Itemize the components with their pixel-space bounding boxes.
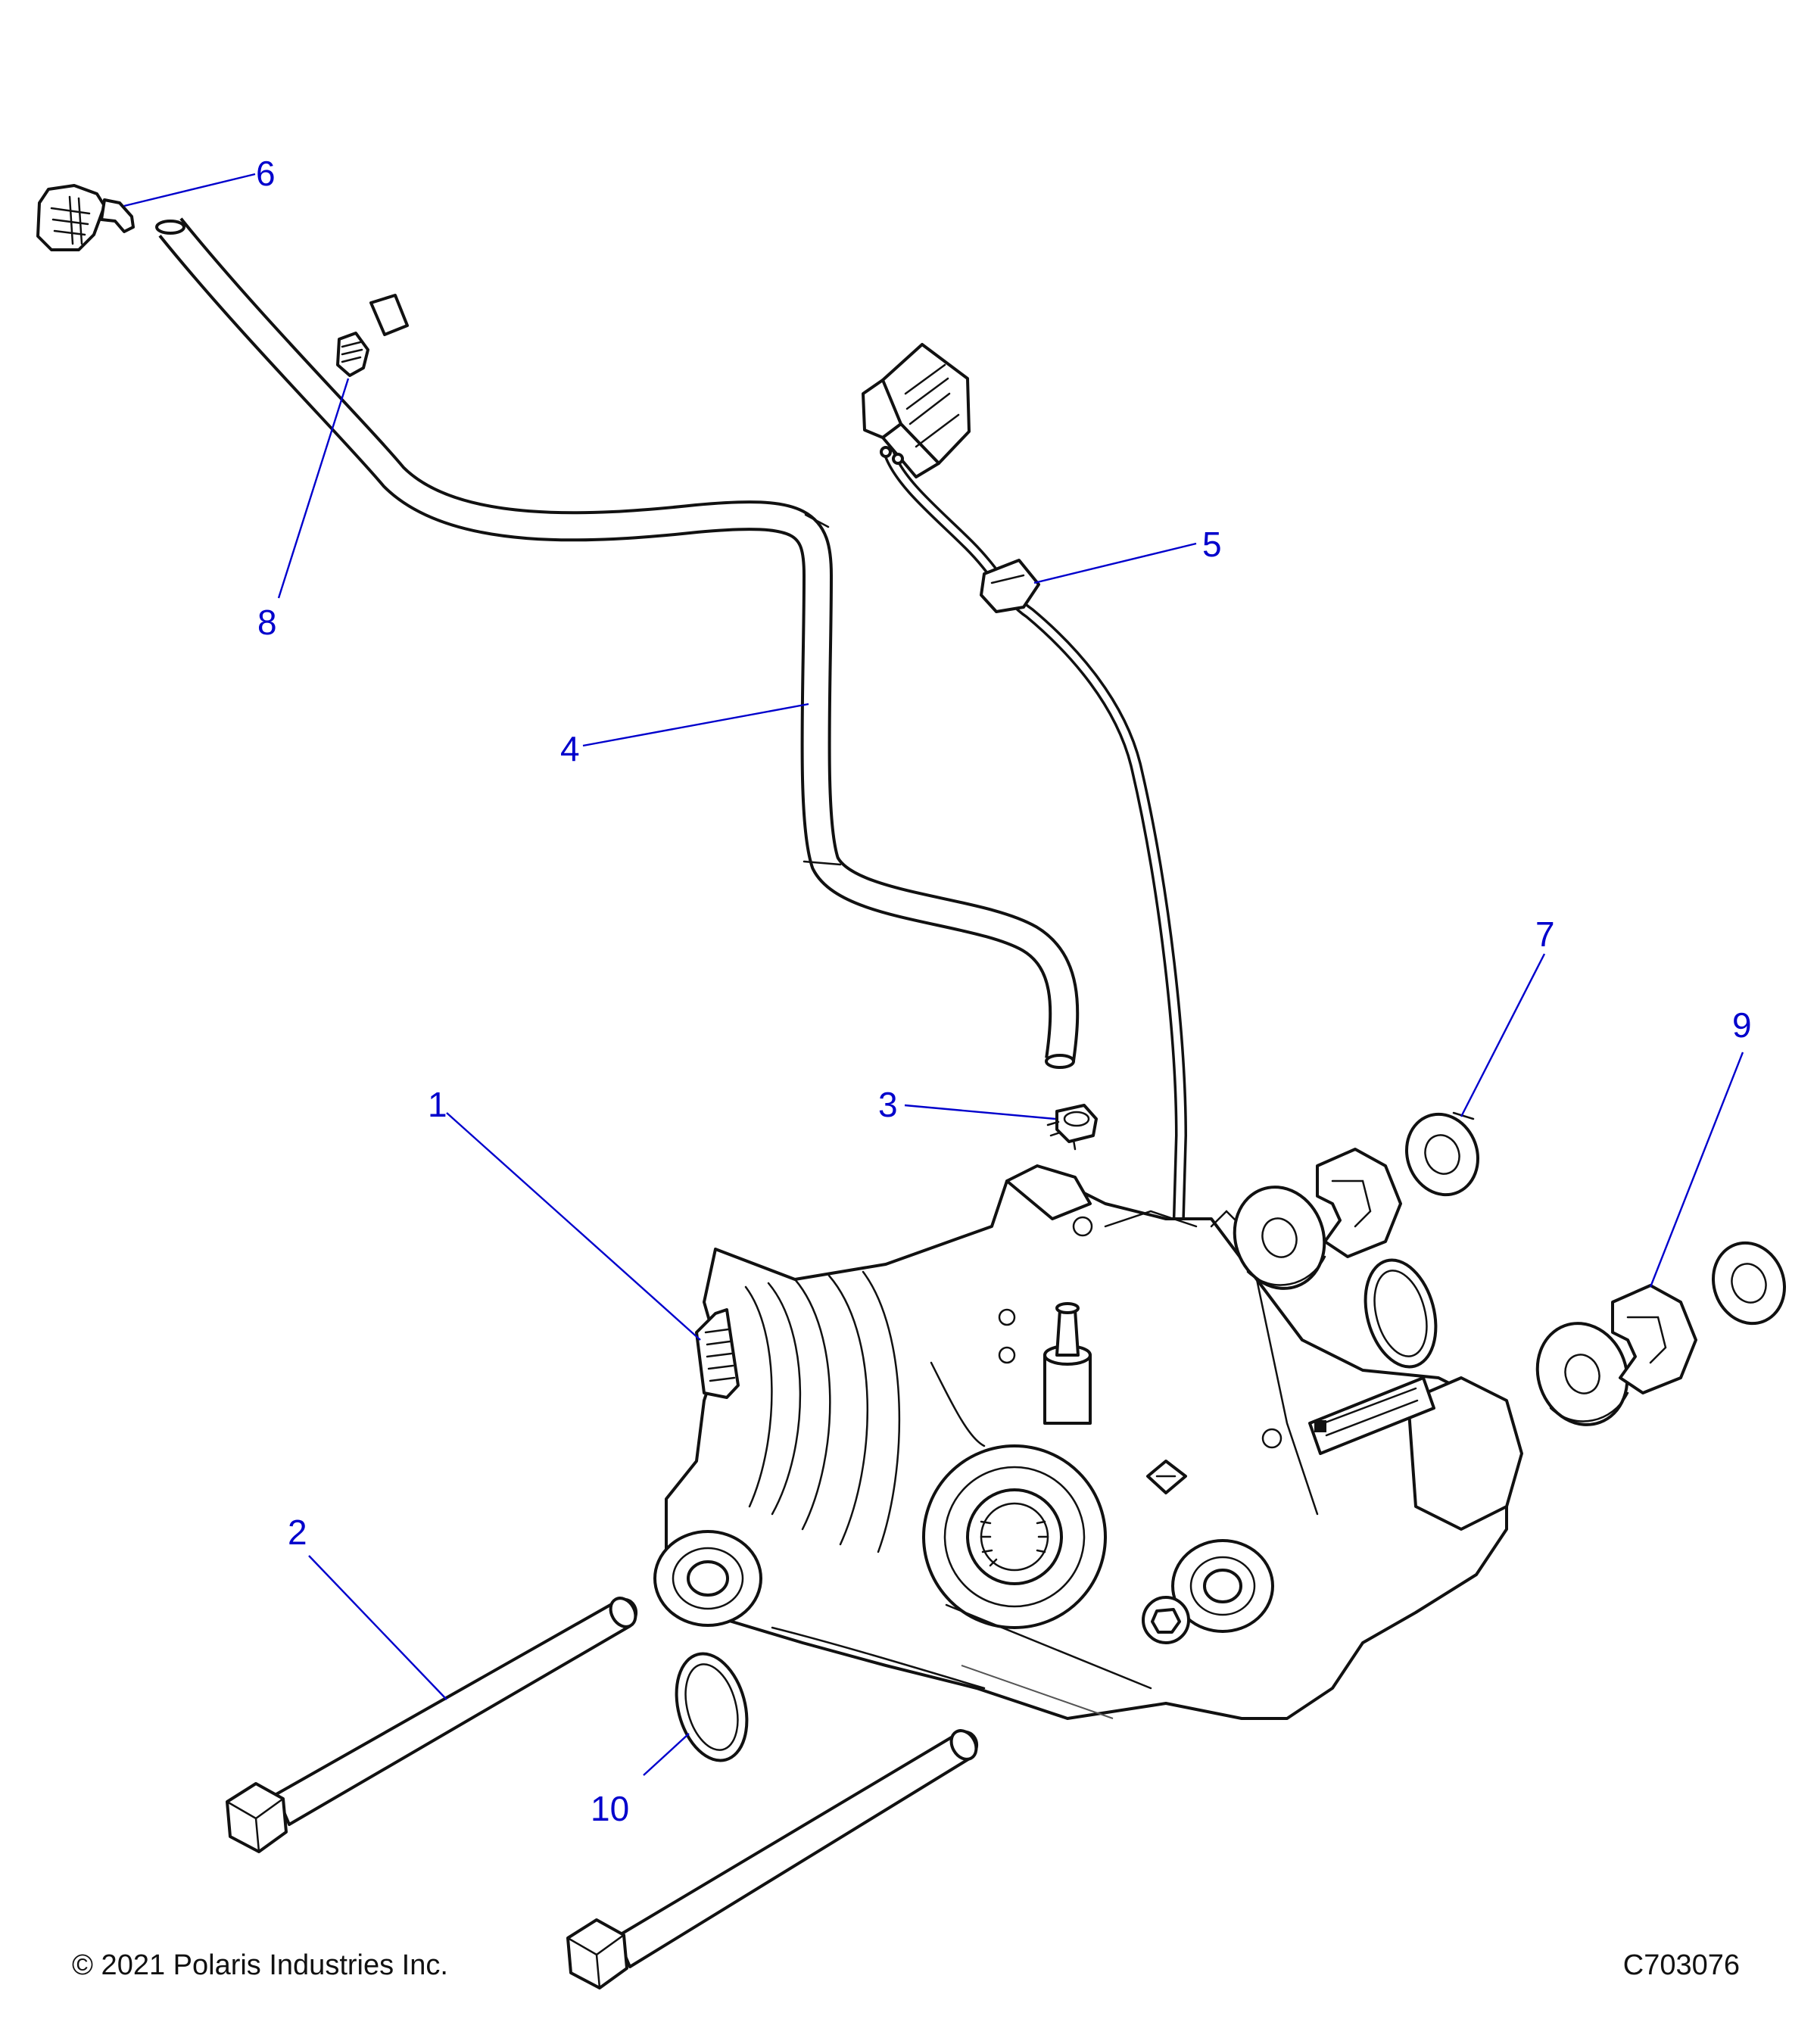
part-6-breather-fitting — [36, 184, 135, 251]
callout-7: 7 — [1535, 915, 1555, 954]
callout-10: 10 — [591, 1789, 629, 1828]
part-2-mounting-bolt-upper — [226, 1597, 638, 1853]
part-7-bushing-cap-lower — [1711, 1241, 1787, 1326]
callout-4: 4 — [560, 729, 580, 768]
leader-1 — [446, 1112, 701, 1341]
callout-6: 6 — [256, 154, 276, 193]
callout-labels: 1 2 3 4 5 6 7 8 9 10 — [256, 154, 1752, 1828]
callout-5: 5 — [1202, 525, 1222, 564]
copyright-notice: © 2021 Polaris Industries Inc. — [72, 1949, 448, 1981]
leader-4 — [582, 703, 809, 747]
callout-8: 8 — [257, 603, 277, 642]
part-3-hose-clamp — [1046, 1104, 1098, 1151]
part-1-front-gearcase — [653, 1164, 1523, 1720]
leader-3 — [904, 1104, 1056, 1120]
callout-1: 1 — [428, 1085, 447, 1124]
leader-6 — [123, 173, 256, 207]
part-5-sensor-harness — [862, 343, 1188, 1248]
bushing-washer-lower — [1535, 1322, 1629, 1426]
part-4-vent-hose — [155, 217, 1080, 1069]
leader-8 — [277, 378, 350, 599]
part-9-bushing-insert-lower — [1611, 1284, 1697, 1394]
part-10-o-ring-upper — [1364, 1258, 1438, 1369]
part-2-mounting-bolt-lower — [566, 1729, 979, 1989]
leader-7 — [1460, 953, 1546, 1117]
diagram-id: C703076 — [1623, 1949, 1740, 1981]
callout-9: 9 — [1732, 1005, 1752, 1045]
leader-2 — [308, 1555, 447, 1700]
leader-10 — [643, 1733, 690, 1776]
leader-lines — [123, 173, 1744, 1776]
bushing-insert-upper — [1316, 1148, 1402, 1258]
part-8-hose-clip — [336, 294, 409, 377]
part-7-bushing-cap-upper — [1404, 1111, 1480, 1197]
callout-2: 2 — [288, 1513, 307, 1552]
bushing-washer-upper — [1233, 1186, 1326, 1290]
leader-9 — [1649, 1052, 1744, 1288]
leader-5 — [1033, 542, 1197, 584]
callout-3: 3 — [878, 1085, 898, 1124]
part-10-o-ring-lower — [675, 1652, 749, 1762]
